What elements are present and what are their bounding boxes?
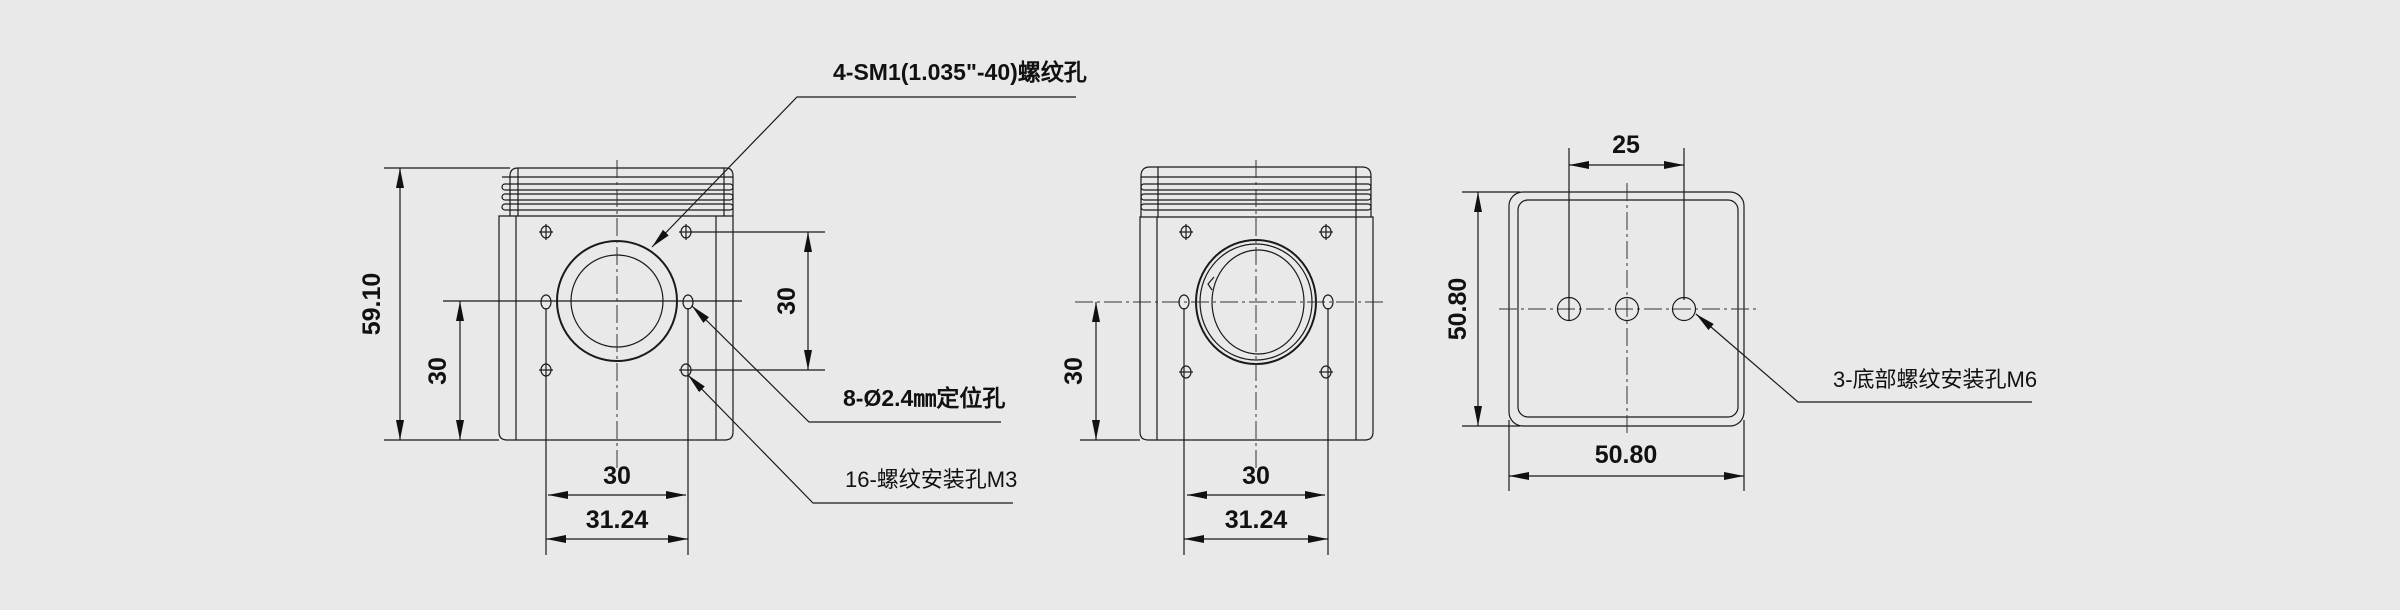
callout-bottom-holes-m6: 3-底部螺纹安装孔M6 <box>1695 313 2037 403</box>
dimension-text: 25 <box>1612 131 1640 159</box>
dimension-text: 31.24 <box>1225 506 1288 534</box>
dimension-bottom-width: 50.80 <box>1508 420 1745 491</box>
callout-locating-holes: 8-Ø2.4㎜定位孔 <box>691 305 1005 423</box>
dimension-bottom-depth: 50.80 <box>1444 191 1520 427</box>
front-view: 59.10 30 30 30 31.24 4-SM1(1.035"-40) <box>358 59 1087 555</box>
dimension-hole-spacing-horizontal: 30 <box>545 308 689 555</box>
dimension-overall-height: 59.10 <box>358 167 510 441</box>
dimension-text: 30 <box>773 287 801 315</box>
callout-text: 4-SM1(1.035"-40)螺纹孔 <box>833 59 1087 85</box>
callout-text: 8-Ø2.4㎜定位孔 <box>843 385 1005 411</box>
dimension-text: 30 <box>603 462 631 490</box>
dimension-text: 31.24 <box>586 506 649 534</box>
callout-text: 3-底部螺纹安装孔M6 <box>1833 367 2037 392</box>
dimension-text: 59.10 <box>358 273 386 336</box>
dimension-center-height: 30 <box>424 301 464 440</box>
dimension-hole-span: 31.24 <box>1184 506 1328 543</box>
bottom-view: 25 50.80 50.80 3-底部螺纹安装孔M6 <box>1444 131 2037 491</box>
dimension-text: 50.80 <box>1444 278 1472 341</box>
dimension-hole-spacing-horizontal: 30 <box>1183 308 1329 555</box>
dimension-hole-span: 31.24 <box>546 506 688 543</box>
mount-holes <box>1178 224 1334 379</box>
dimension-hole-spacing-vertical: 30 <box>692 231 825 371</box>
dimension-text: 30 <box>1060 357 1088 385</box>
middle-view: 30 30 31.24 <box>1060 160 1386 555</box>
body-outline <box>498 215 734 441</box>
dimension-text: 50.80 <box>1595 441 1658 469</box>
dimension-center-height: 30 <box>1060 302 1140 441</box>
callout-mount-holes-m3: 16-螺纹安装孔M3 <box>687 374 1017 504</box>
callout-sm1-thread: 4-SM1(1.035"-40)螺纹孔 <box>651 59 1087 248</box>
body-outline <box>1139 216 1374 441</box>
callout-text: 16-螺纹安装孔M3 <box>845 467 1017 492</box>
dimension-text: 30 <box>424 357 452 385</box>
mount-holes <box>539 224 694 377</box>
dimension-bottom-hole-spacing: 25 <box>1568 131 1685 320</box>
dimension-text: 30 <box>1242 462 1270 490</box>
